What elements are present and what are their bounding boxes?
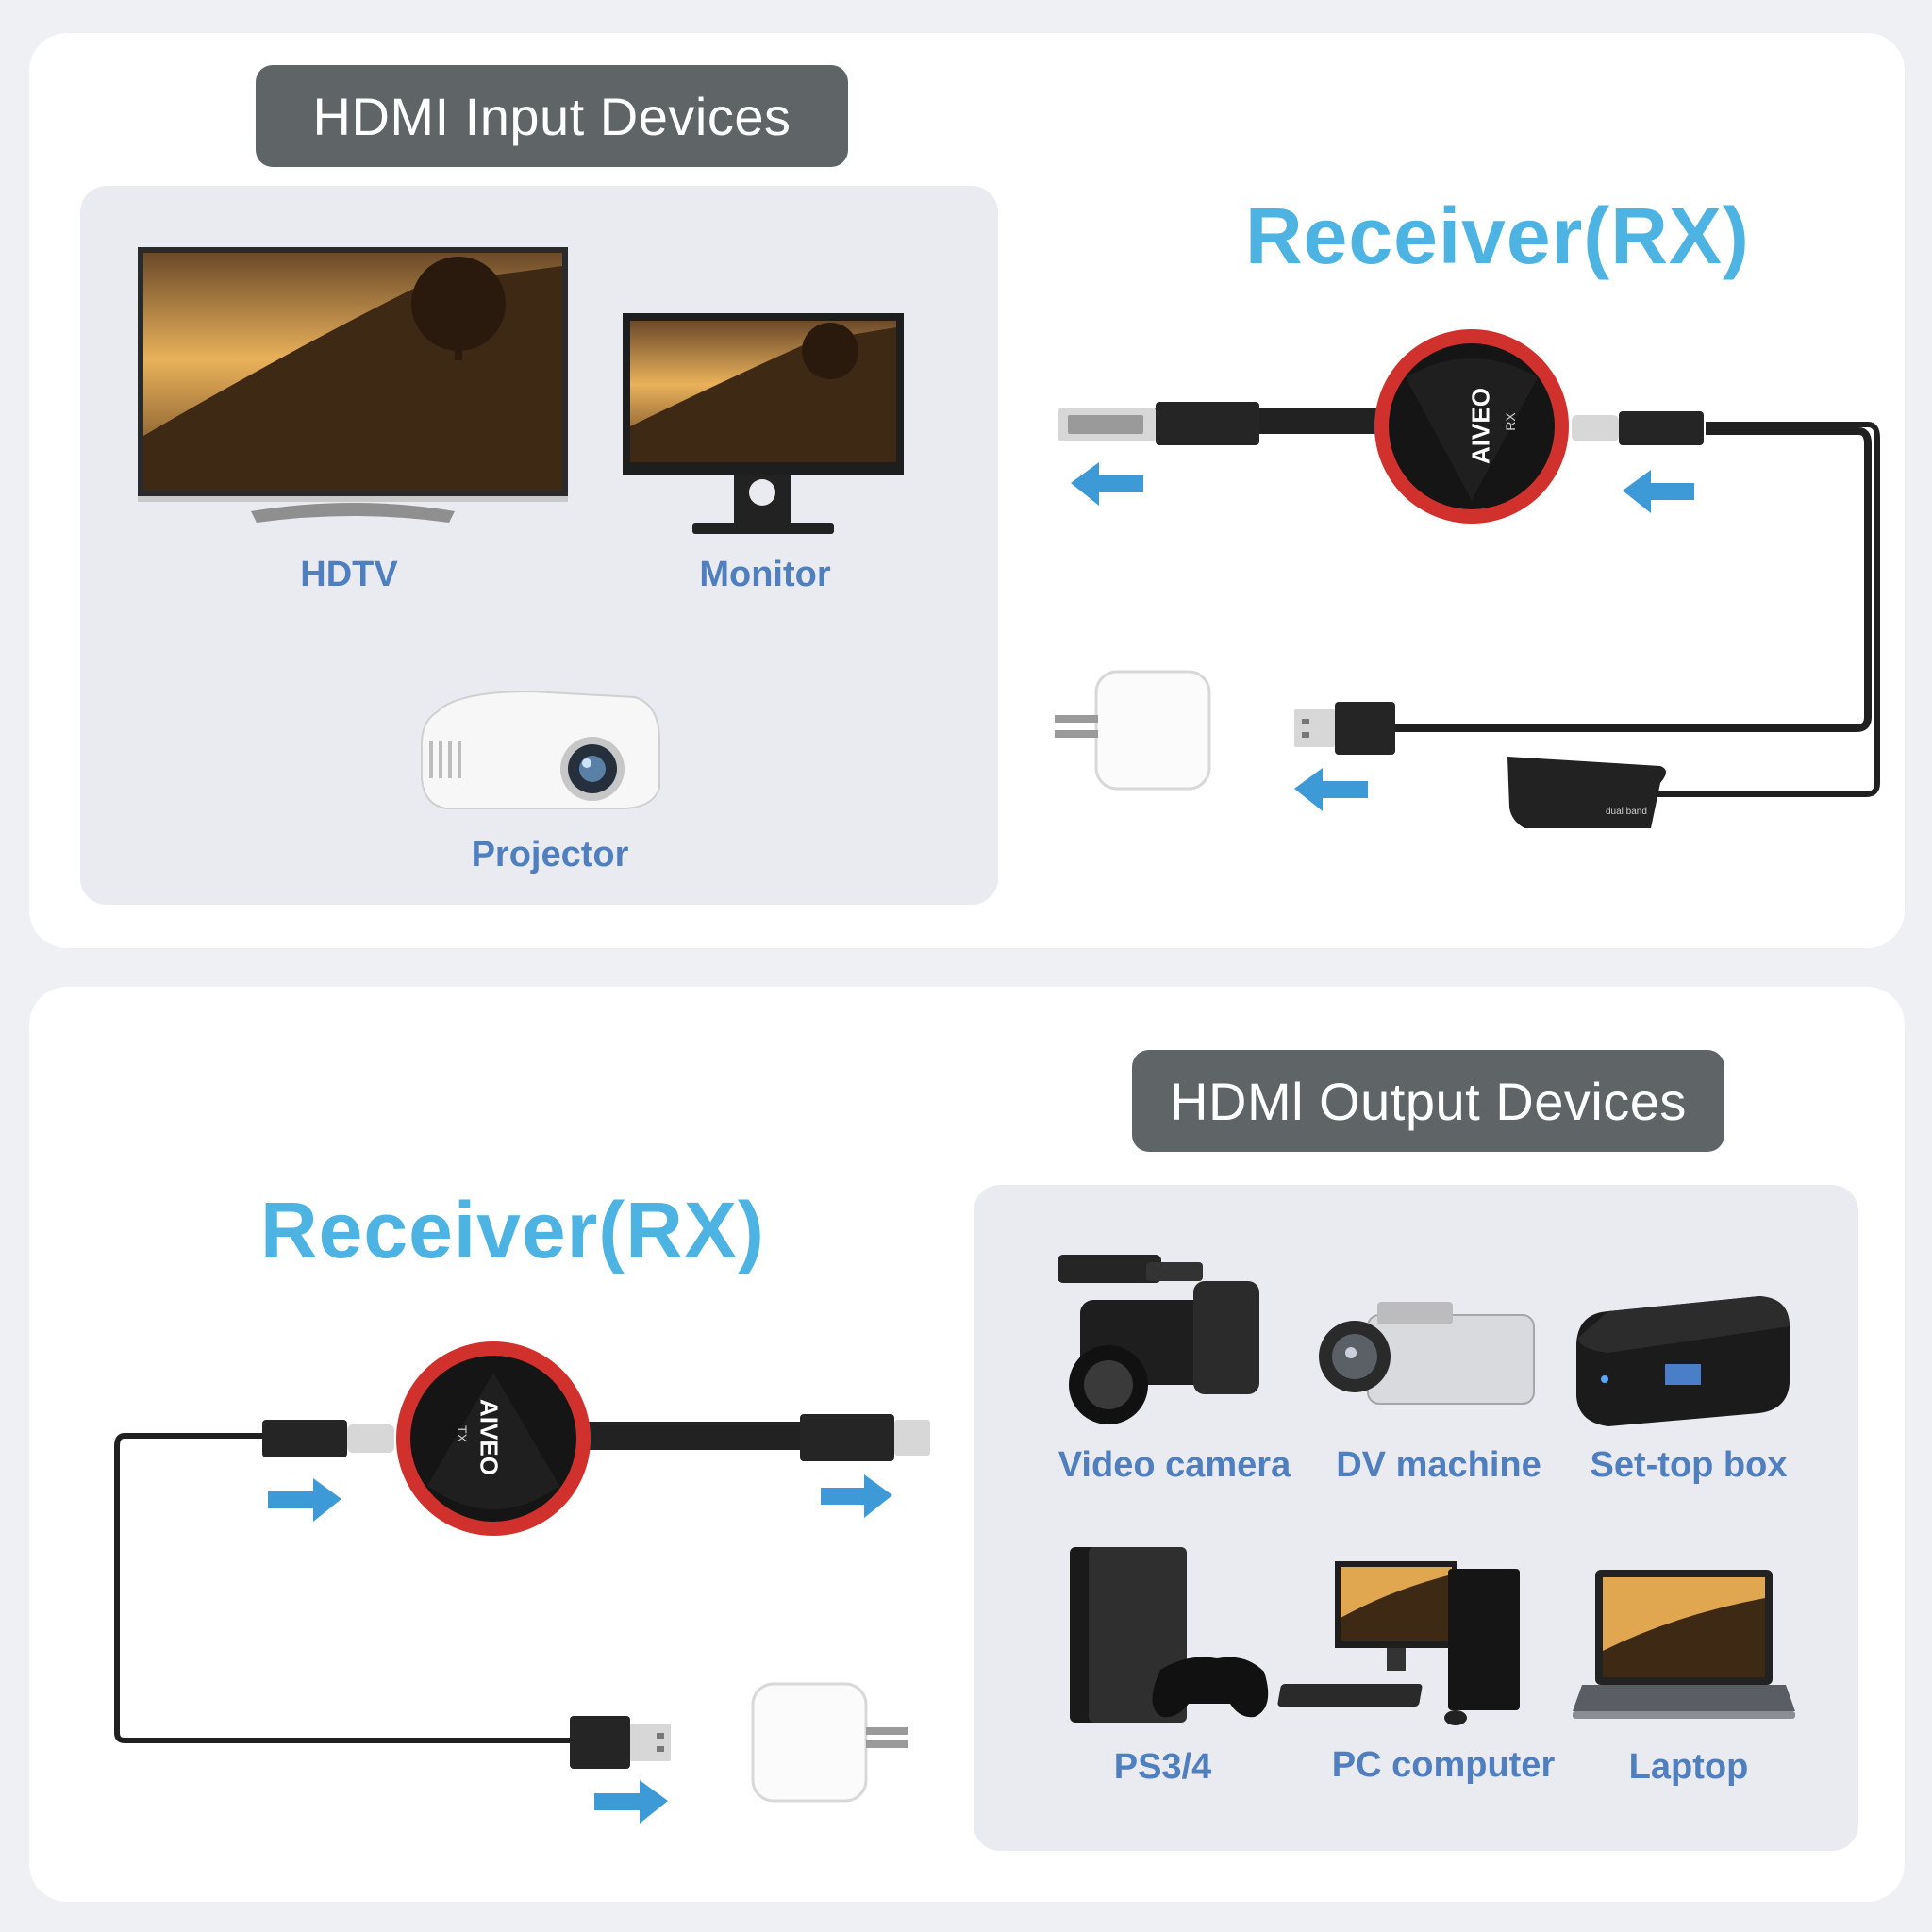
- dongle-tag-top: RX: [1503, 412, 1518, 431]
- dongle-logo-bottom: AIVEO: [475, 1399, 504, 1475]
- device-label-ps3-4: PS3/4: [1113, 1747, 1212, 1787]
- device-label-dv-machine: DV machine: [1336, 1445, 1541, 1485]
- dongle-logo-top: AIVEO: [1466, 388, 1495, 464]
- game-console-icon: [1070, 1547, 1269, 1723]
- device-label-monitor: Monitor: [699, 555, 831, 594]
- receiver-diagram-top: [1055, 329, 1880, 828]
- monitor-icon: [623, 313, 904, 534]
- device-label-hdtv: HDTV: [300, 555, 398, 594]
- video-camera-icon: [1058, 1255, 1259, 1424]
- dv-machine-icon: [1319, 1302, 1535, 1405]
- set-top-box-icon: [1576, 1296, 1790, 1426]
- device-label-video-camera: Video camera: [1058, 1445, 1291, 1485]
- device-label-projector: Projector: [471, 835, 629, 874]
- device-label-laptop: Laptop: [1628, 1747, 1749, 1787]
- output-devices-panel: [974, 1185, 1858, 1851]
- projector-icon: [421, 690, 660, 809]
- receiver-title-bottom: Receiver(RX): [260, 1186, 765, 1274]
- input-devices-badge: HDMI Input Devices: [256, 65, 848, 167]
- laptop-icon: [1573, 1570, 1795, 1719]
- receiver-title-top: Receiver(RX): [1245, 192, 1750, 280]
- output-devices-badge: HDMl Output Devices: [1132, 1050, 1724, 1152]
- dongle-tag-bottom: TX: [455, 1425, 470, 1442]
- device-label-set-top-box: Set-top box: [1590, 1445, 1788, 1485]
- antenna-text: dual band: [1606, 807, 1647, 817]
- pc-computer-icon: [1277, 1561, 1520, 1725]
- receiver-diagram-bottom: [114, 1341, 930, 1824]
- hdtv-icon: [138, 247, 568, 523]
- device-label-pc-computer: PC computer: [1331, 1745, 1556, 1785]
